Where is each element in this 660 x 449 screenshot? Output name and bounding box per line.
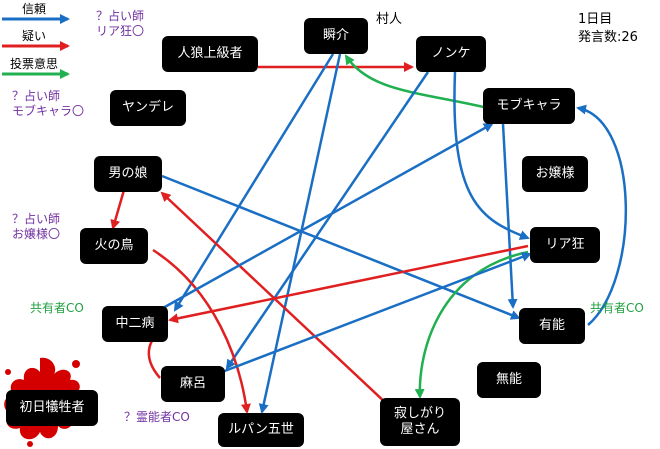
sharer-claim-right: 共有者CO (590, 301, 644, 315)
arrow-maro-to-riakyou (221, 252, 532, 374)
arrow-mobukyara-to-shunsuke (344, 54, 489, 110)
arrow-riakyou-to-sabishigari (414, 250, 529, 399)
role-label: 村人 (376, 12, 403, 27)
post-count: 発言数:26 (578, 30, 638, 45)
node-rupan[interactable]: ルパン五世 (218, 413, 304, 447)
node-chuunibyou[interactable]: 中二病 (102, 306, 168, 342)
arrow-riakyou-to-chuunibyou (168, 244, 529, 324)
arrow-chuunibyou-to-mobukyara (162, 122, 494, 310)
node-shunsuke[interactable]: 瞬介 (304, 18, 368, 54)
legend-trust-label: 信頼 (22, 2, 47, 16)
arrow-mobukyara-to-yuunou (501, 123, 518, 309)
legend-doubt-label: 疑い (22, 29, 47, 43)
arrow-shunsuke-to-chuunibyou (173, 53, 335, 312)
arrow-otokonoko-to-yuunou (161, 174, 521, 320)
day-label: 1日目 (578, 12, 613, 27)
arrow-otokonoko-to-hinotori (110, 189, 126, 230)
node-hinotori[interactable]: 火の鳥 (80, 228, 148, 264)
node-mobukyara[interactable]: モブキャラ (483, 88, 575, 124)
arrow-yuunou-to-mobukyara (576, 104, 627, 326)
node-ojousama[interactable]: お嬢様 (522, 156, 588, 192)
node-nonke[interactable]: ノンケ (416, 36, 486, 72)
medium-claim: ？霊能者CO (124, 410, 190, 424)
node-sabishigari[interactable]: 寂しがり 屋さん (380, 398, 460, 446)
node-jinrou[interactable]: 人狼上級者 (162, 36, 258, 72)
node-yuunou[interactable]: 有能 (519, 308, 585, 344)
node-muno[interactable]: 無能 (477, 362, 541, 398)
node-yandere[interactable]: ヤンデレ (110, 90, 186, 126)
seer-claim-riakyou: ？占い師 リア狂〇 (96, 9, 145, 38)
arrow-nonke-to-maro (225, 71, 430, 370)
sharer-claim-left: 共有者CO (30, 301, 84, 315)
legend-vote-label: 投票意思 (10, 57, 59, 71)
node-riakyou[interactable]: リア狂 (530, 227, 600, 263)
seer-claim-mobukyara: ？占い師 モブキャラ〇 (12, 89, 85, 118)
node-maro[interactable]: 麻呂 (161, 366, 225, 402)
arrow-hinotori-to-rupan (152, 248, 251, 414)
node-victim[interactable]: 初日犠牲者 (6, 390, 98, 426)
node-otokonoko[interactable]: 男の娘 (94, 156, 162, 192)
seer-claim-ojousama: ？占い師 お嬢様〇 (12, 212, 61, 241)
arrow-nonke-to-riakyou (453, 71, 530, 240)
